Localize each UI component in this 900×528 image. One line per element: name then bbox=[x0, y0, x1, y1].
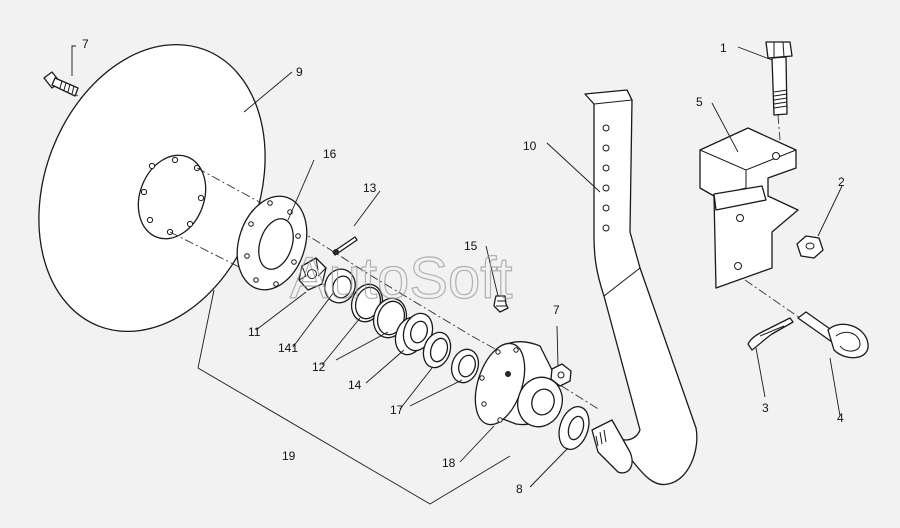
callout-17: 17 bbox=[390, 403, 404, 417]
callout-15: 15 bbox=[464, 239, 478, 253]
castle-nut-part-11 bbox=[298, 257, 327, 291]
leader-lines bbox=[71, 45, 843, 505]
callout-3: 3 bbox=[762, 401, 769, 415]
bracket-part-5 bbox=[699, 127, 799, 289]
callout-12: 12 bbox=[312, 360, 326, 374]
bolt-part-1 bbox=[765, 41, 793, 116]
callout-7: 7 bbox=[553, 303, 560, 317]
shank-arm-part-10 bbox=[584, 89, 698, 486]
callout-8: 8 bbox=[516, 482, 523, 496]
callout-9: 9 bbox=[296, 65, 303, 79]
callout-18: 18 bbox=[442, 456, 456, 470]
callout-6: 7 bbox=[82, 37, 89, 51]
callout-1: 1 bbox=[720, 41, 727, 55]
callout-13: 13 bbox=[363, 181, 377, 195]
grease-fitting-part-15 bbox=[493, 295, 509, 313]
callout-4: 4 bbox=[837, 411, 844, 425]
disc-hole-axis-2 bbox=[169, 231, 246, 271]
callout-14: 14 bbox=[348, 378, 362, 392]
nut-part-2 bbox=[796, 235, 824, 259]
nut-part-7 bbox=[550, 363, 572, 387]
bolt-part-6 bbox=[43, 71, 79, 97]
callout-5: 5 bbox=[696, 95, 703, 109]
callout-19: 19 bbox=[282, 449, 296, 463]
callout-141: 141 bbox=[278, 341, 298, 355]
callout-16: 16 bbox=[323, 147, 337, 161]
watermark-text: AutoSoft bbox=[290, 246, 512, 311]
pin-axis bbox=[744, 279, 801, 319]
flange-plate-part-16 bbox=[236, 195, 308, 291]
bearing-part-14 bbox=[394, 312, 434, 356]
callout-10: 10 bbox=[523, 139, 537, 153]
disc-part-9 bbox=[38, 43, 266, 333]
disc-hole-axis-1 bbox=[196, 167, 266, 206]
callout-2: 2 bbox=[838, 175, 845, 189]
seal-part-17b bbox=[450, 348, 480, 384]
lynch-pin-part-3 bbox=[747, 317, 794, 351]
callout-11: 11 bbox=[248, 325, 261, 339]
hub-part-18 bbox=[474, 341, 563, 428]
bolt-axis bbox=[777, 114, 781, 141]
hitch-pin-part-4 bbox=[797, 311, 869, 359]
cotter-pin-part-13 bbox=[332, 236, 358, 256]
seal-part-17a bbox=[422, 331, 452, 369]
callout-labels: 7 9 16 13 15 10 11 141 12 14 17 18 8 7 1… bbox=[82, 37, 845, 496]
